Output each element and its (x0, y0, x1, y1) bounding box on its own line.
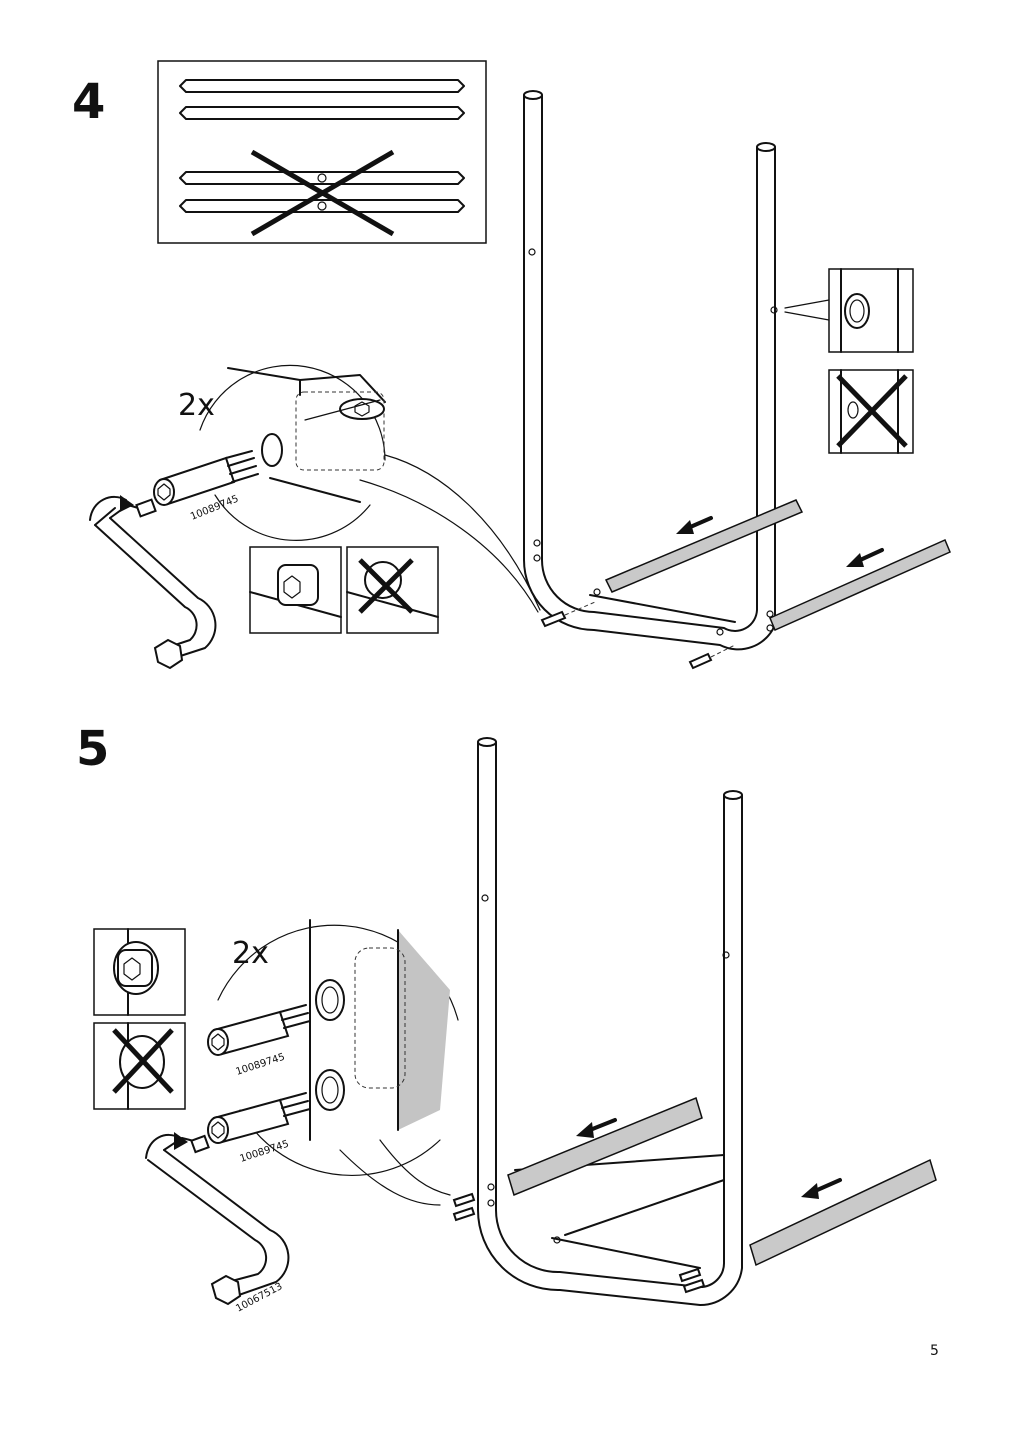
bolt-part-lower (207, 1092, 311, 1144)
step-5-tool-number: 10067513 (234, 1281, 284, 1315)
step-5-screws (452, 1192, 706, 1294)
step-5-wrong-bolt-panel (93, 1022, 186, 1110)
step-5-rails (507, 1096, 937, 1267)
step-4-wrong-hole-panel (828, 369, 914, 454)
step-5-zoom-detail: 2x 10089745 10089745 (207, 919, 459, 1206)
page-number: 5 (930, 1343, 939, 1359)
rotation-arrow-icon (145, 1132, 188, 1159)
step-4-rails (604, 499, 951, 631)
wrong-rails (179, 171, 465, 213)
bolt-part (153, 450, 259, 506)
step-4-count: 2x (178, 388, 215, 423)
step-5-part-number-upper: 10089745 (235, 1052, 287, 1078)
cross-icon (250, 149, 395, 237)
step-5: 5 (76, 721, 937, 1315)
step-4-screws (540, 601, 736, 670)
step-4: 4 (72, 60, 951, 670)
step-4-correct-bolt-panel (249, 546, 342, 634)
direction-arrow-icon (676, 516, 884, 567)
step-5-part-number-lower: 10089745 (239, 1139, 291, 1165)
step-5-count: 2x (232, 936, 269, 971)
step-5-number: 5 (76, 721, 109, 777)
direction-arrow-icon (576, 1118, 842, 1199)
rotation-arrow-icon (89, 495, 134, 521)
step-4-orientation-panel (157, 60, 487, 244)
step-4-frame (523, 90, 778, 651)
correct-rails (179, 79, 465, 120)
step-4-wrong-bolt-panel (346, 546, 439, 634)
orientation-box (157, 60, 487, 244)
step-4-correct-hole-panel (784, 268, 914, 353)
step-5-frame (477, 737, 743, 1307)
step-4-part-number: 10089745 (189, 494, 240, 523)
hex-key-icon (147, 1134, 290, 1306)
bolt-part-upper (207, 1004, 311, 1056)
hex-key-icon (94, 498, 217, 670)
step-5-correct-bolt-panel (93, 928, 186, 1016)
step-4-zoom-detail: 2x 10089745 (153, 364, 541, 613)
step-4-number: 4 (72, 74, 105, 130)
